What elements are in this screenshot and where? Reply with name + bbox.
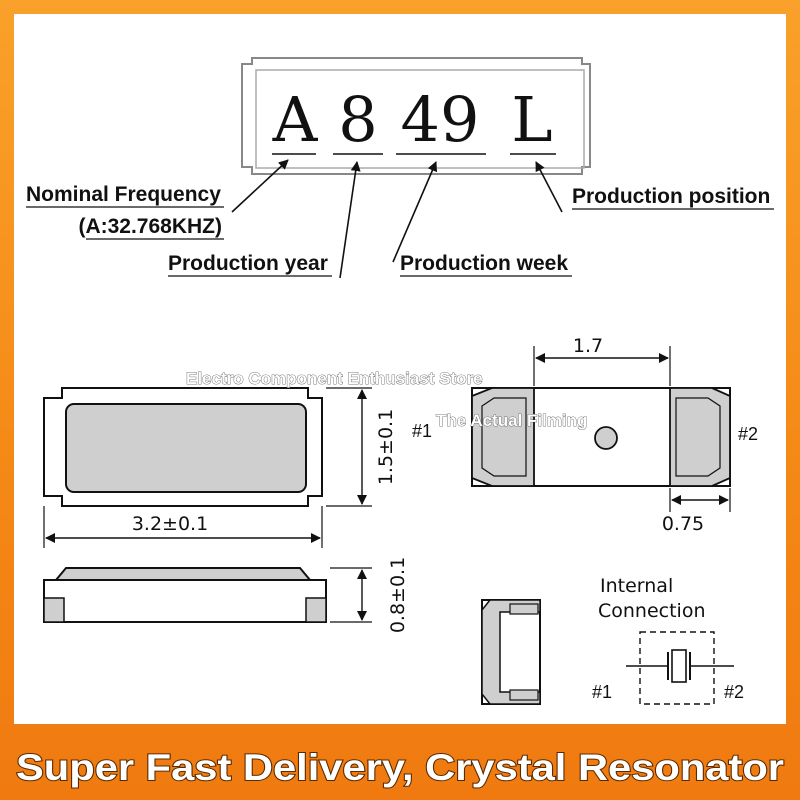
marking-char-a: A — [272, 83, 319, 156]
bottom-pin2-label: #2 — [738, 424, 758, 444]
bottom-pin1-label: #1 — [412, 421, 432, 441]
internal-pin1-label: #1 — [592, 682, 612, 702]
dim-width: 1.5±0.1 — [326, 387, 397, 507]
marking-char-49: 49 — [401, 83, 480, 156]
internal-title-line1: Internal — [600, 575, 673, 597]
dim-pad-spacing: 1.7 — [533, 335, 671, 386]
label-production-week: Production week — [400, 252, 568, 275]
dim-pad-width-label: 0.75 — [662, 513, 704, 535]
dim-pad-width: 0.75 — [662, 488, 731, 535]
internal-pin2-label: #2 — [724, 682, 744, 702]
label-frequency-value: (A:32.768KHZ) — [78, 215, 222, 238]
marking-char-8: 8 — [338, 83, 377, 156]
callout-labels: Nominal Frequency (A:32.768KHZ) Producti… — [26, 183, 774, 277]
dim-width-label: 1.5±0.1 — [375, 409, 397, 485]
internal-connection: Internal Connection #1 #2 — [592, 575, 744, 705]
bottom-view: #1 #2 — [412, 387, 758, 487]
callout-arrows — [231, 159, 563, 279]
dim-pad-spacing-label: 1.7 — [573, 335, 603, 357]
top-view — [43, 387, 323, 507]
label-production-position: Production position — [572, 185, 770, 208]
dim-height: 0.8±0.1 — [330, 557, 409, 633]
watermark-filming: The Actual Filming — [436, 411, 587, 430]
end-view — [481, 599, 541, 705]
marking-char-l: L — [511, 83, 552, 156]
side-view — [43, 567, 327, 623]
marking-label: A 8 49 L — [241, 57, 591, 175]
dim-height-label: 0.8±0.1 — [387, 557, 409, 633]
internal-title-line2: Connection — [598, 600, 706, 622]
dim-length-label: 3.2±0.1 — [132, 513, 208, 535]
label-production-year: Production year — [168, 252, 328, 275]
watermark-store: Electro Component Enthusiast Store — [186, 369, 483, 388]
dim-length: 3.2±0.1 — [43, 506, 323, 548]
label-nominal-frequency: Nominal Frequency — [26, 183, 221, 206]
banner-text: Super Fast Delivery, Crystal Resonator — [16, 747, 784, 788]
